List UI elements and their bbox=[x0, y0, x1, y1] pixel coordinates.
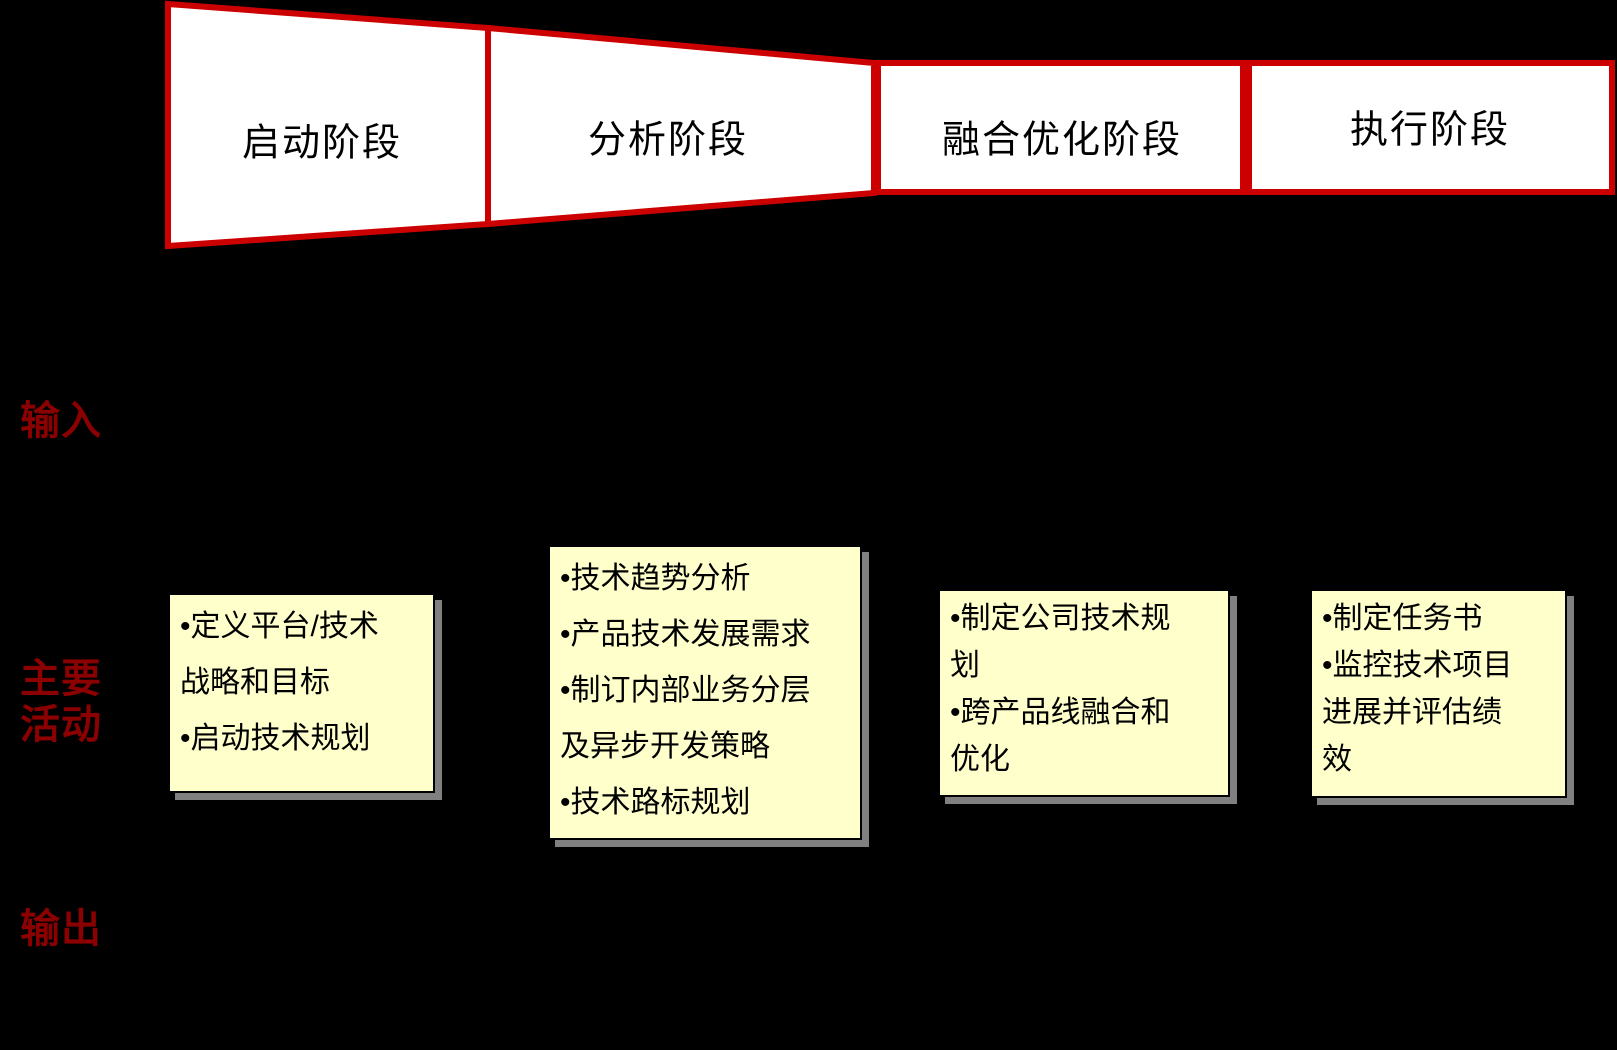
note-line: 效 bbox=[1322, 743, 1352, 776]
phase-label-analysis: 分析阶段 bbox=[587, 119, 749, 162]
note-line: •制定公司技术规 bbox=[950, 602, 1171, 635]
note-line: •技术路标规划 bbox=[560, 786, 751, 819]
note-line: •监控技术项目 bbox=[1322, 649, 1513, 682]
note-line: 及异步开发策略 bbox=[560, 730, 770, 763]
note-line: •启动技术规划 bbox=[180, 722, 371, 755]
phase-shape-execution bbox=[1246, 60, 1615, 195]
row-label-main-activities: 主要活动 bbox=[20, 657, 102, 747]
activity-note-initiation: •定义平台/技术 战略和目标 •启动技术规划 bbox=[168, 593, 435, 793]
note-line: 进展并评估绩 bbox=[1322, 696, 1502, 729]
note-line: •跨产品线融合和 bbox=[950, 696, 1171, 729]
phase-shape-analysis bbox=[485, 24, 877, 228]
note-line: •技术趋势分析 bbox=[560, 562, 751, 595]
note-line: •定义平台/技术 bbox=[180, 610, 379, 643]
activity-note-integration: •制定公司技术规 划 •跨产品线融合和 优化 bbox=[938, 589, 1230, 797]
phase-shape-integration bbox=[875, 60, 1246, 195]
activity-note-execution: •制定任务书 •监控技术项目 进展并评估绩 效 bbox=[1310, 589, 1567, 798]
row-label-input: 输入 bbox=[20, 399, 102, 443]
note-line: 战略和目标 bbox=[180, 666, 330, 699]
phase-funnel bbox=[165, 0, 1615, 250]
note-line: •产品技术发展需求 bbox=[560, 618, 811, 651]
phase-label-execution: 执行阶段 bbox=[1349, 109, 1511, 152]
note-line: 划 bbox=[950, 649, 980, 682]
note-line: •制定任务书 bbox=[1322, 602, 1483, 635]
phase-label-initiation: 启动阶段 bbox=[241, 122, 403, 165]
activity-note-analysis: •技术趋势分析 •产品技术发展需求 •制订内部业务分层 及异步开发策略 •技术路… bbox=[548, 545, 862, 840]
note-line: •制订内部业务分层 bbox=[560, 674, 811, 707]
note-line: 优化 bbox=[950, 743, 1010, 776]
row-label-output: 输出 bbox=[20, 907, 102, 951]
phase-label-integration: 融合优化阶段 bbox=[941, 119, 1183, 162]
